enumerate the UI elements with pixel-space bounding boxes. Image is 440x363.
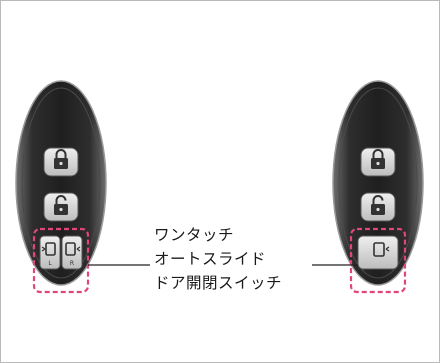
right-lock-button: [360, 147, 396, 177]
unlock-icon: [371, 195, 385, 215]
left-slide-door-button-l: L: [39, 235, 61, 270]
lock-icon: [371, 149, 385, 169]
left-fob-inner-rim: [21, 87, 101, 279]
slide-door-icon: [65, 242, 81, 256]
unlock-icon: [54, 195, 68, 215]
right-fob-inner-rim: [338, 87, 418, 279]
right-highlight-box: [349, 227, 407, 294]
button-mark-r: R: [70, 260, 74, 267]
right-fob-body: [332, 80, 424, 286]
left-unlock-button: [43, 192, 79, 222]
right-key-fob: [332, 80, 424, 294]
left-key-fob: L R: [15, 80, 107, 294]
right-unlock-button: [360, 192, 396, 222]
left-lock-button: [43, 147, 79, 177]
button-mark-l: L: [48, 260, 52, 267]
callout-label-line3: ドア開閉スイッチ: [154, 274, 283, 292]
right-slide-door-button: [357, 235, 399, 270]
left-slide-door-button-r: R: [61, 235, 83, 270]
callout-label-line2: オートスライド: [154, 250, 267, 268]
lock-icon: [54, 149, 68, 169]
slide-door-icon: [41, 242, 56, 256]
left-highlight-box: [32, 227, 90, 294]
callout-label-line1: ワンタッチ: [154, 226, 235, 244]
slide-door-icon: [373, 242, 390, 257]
left-fob-body: [15, 80, 107, 286]
